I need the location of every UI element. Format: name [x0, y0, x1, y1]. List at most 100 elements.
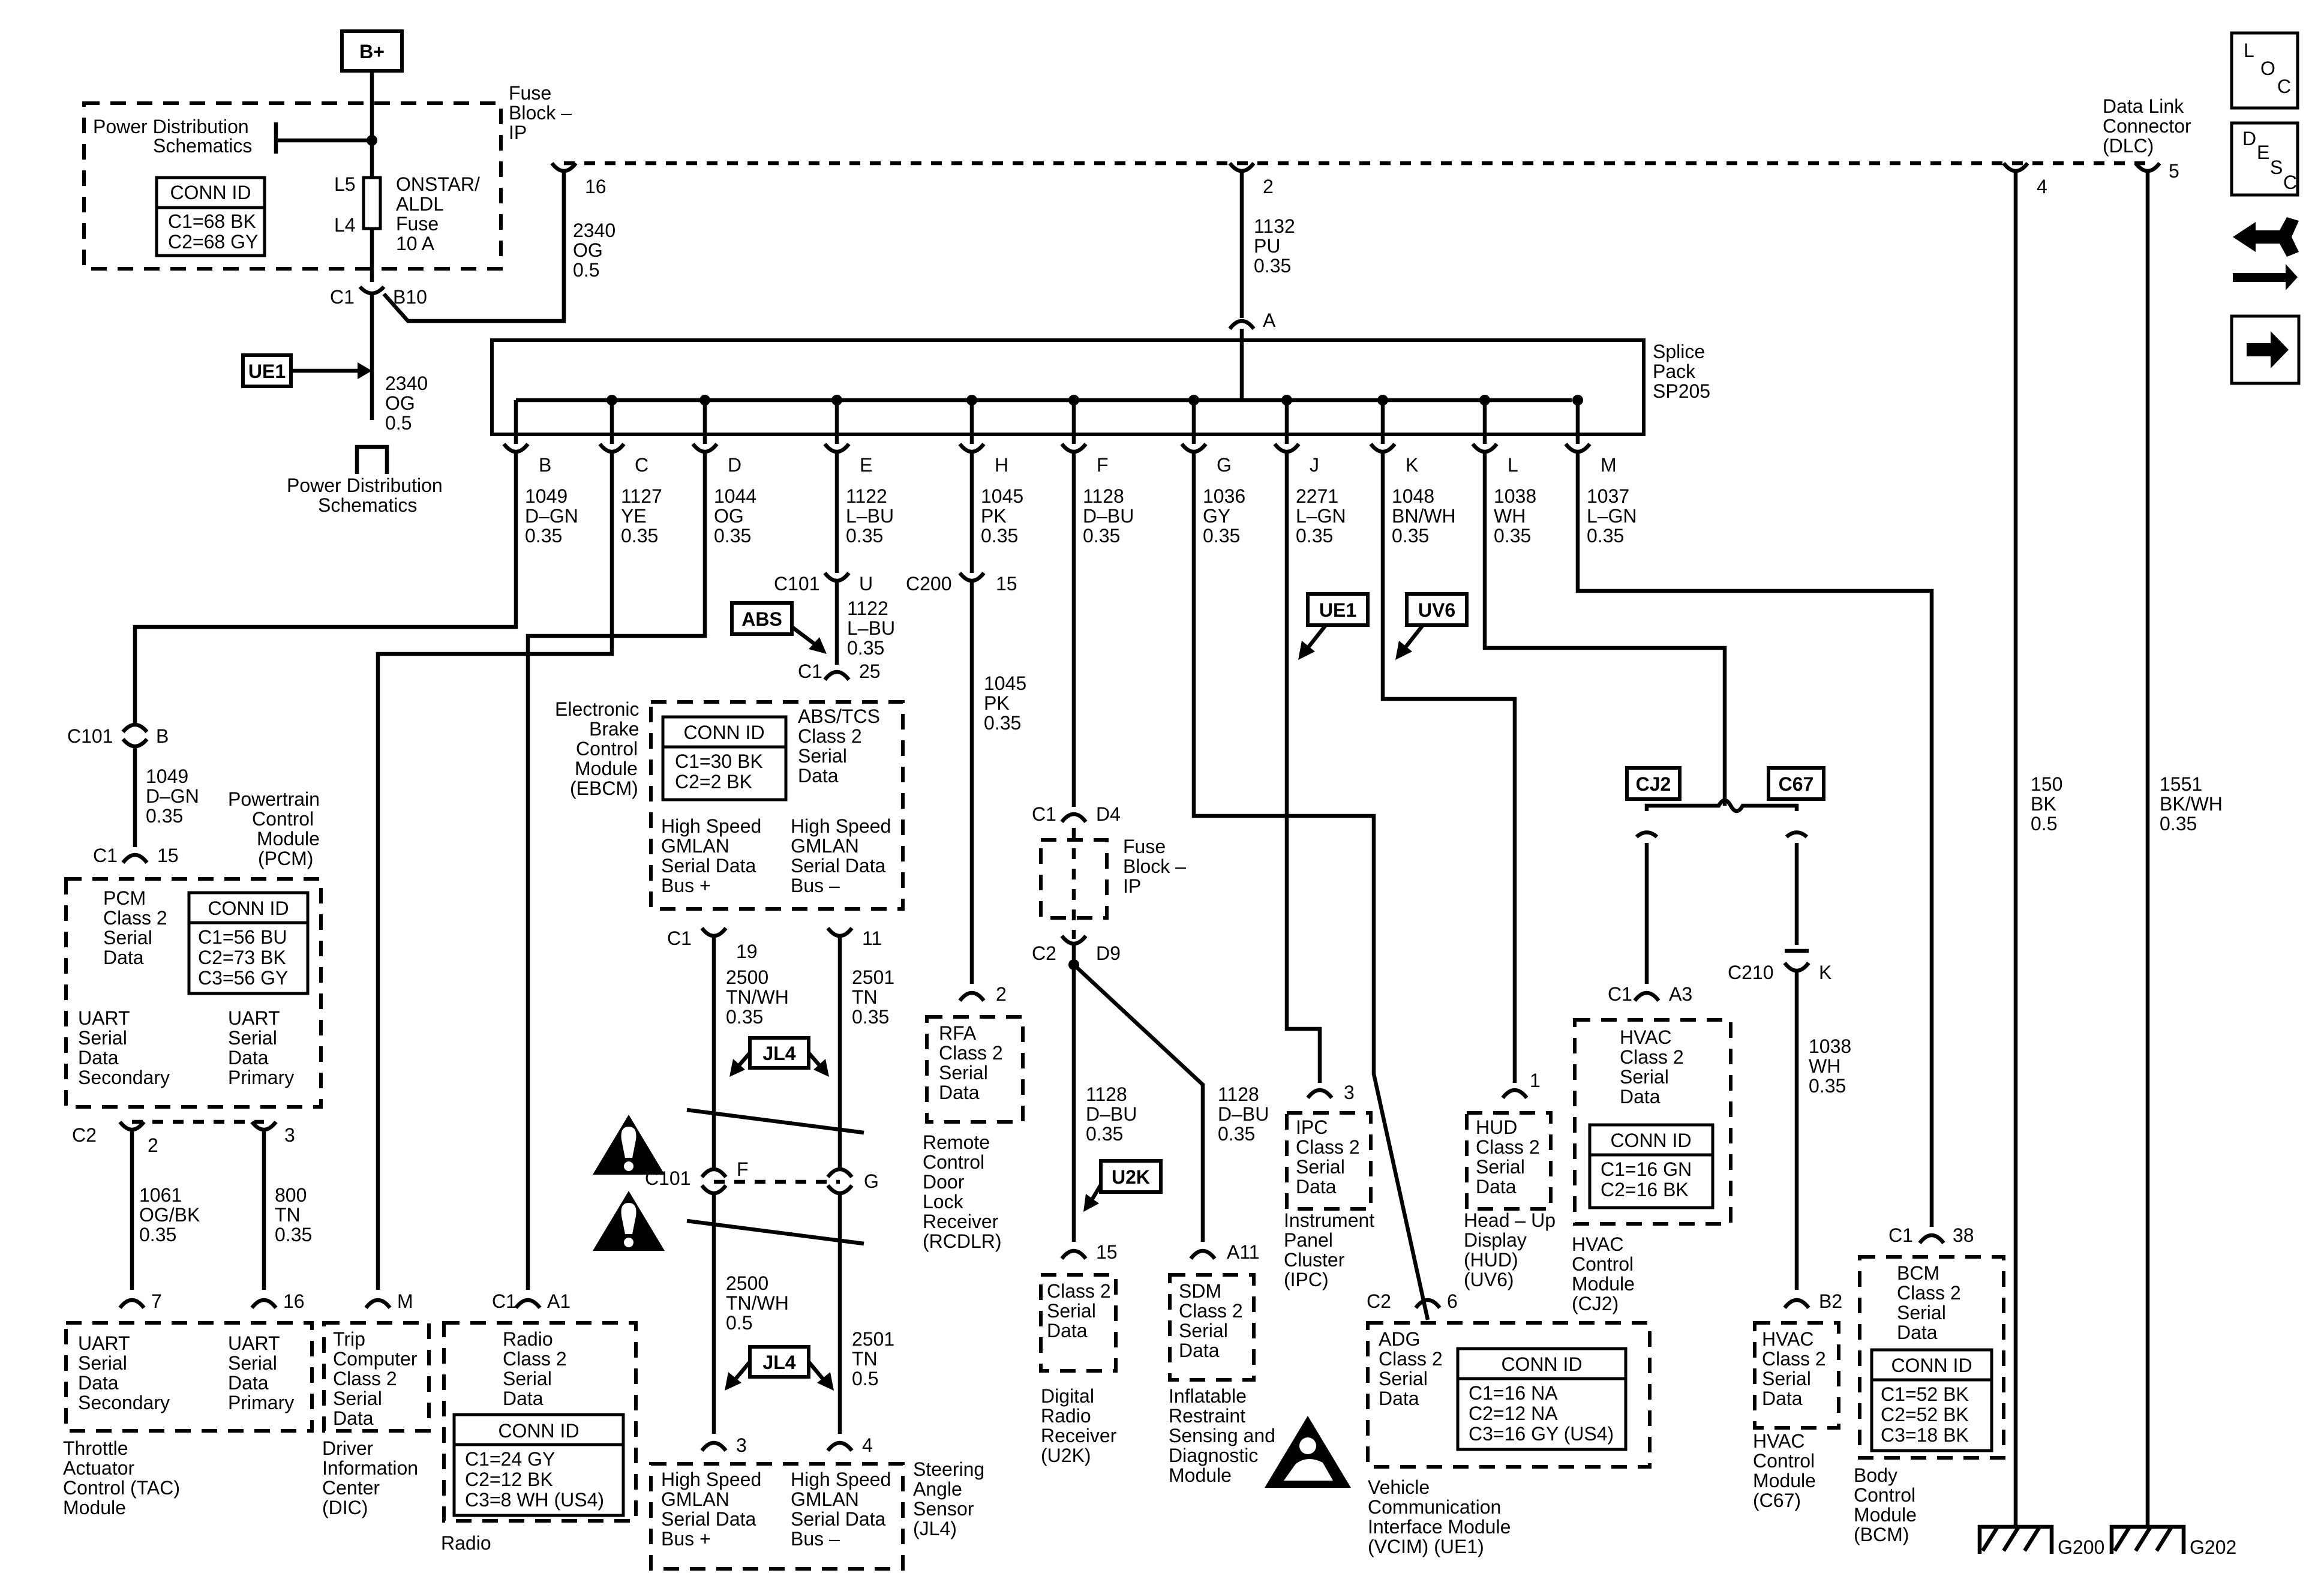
ebcm-hsm-3: Serial Data	[791, 855, 886, 876]
next-arrow-icon[interactable]	[2230, 314, 2301, 385]
dlc-label-3: (DLC)	[2103, 135, 2154, 157]
pcm-name-1: Powertrain	[228, 788, 320, 810]
ipc-module: UE1 3 IPC Class 2 Serial Data Instrument…	[1284, 453, 1374, 1290]
ebcm-name-1: Electronic	[555, 698, 639, 720]
c67-box-2: Class 2	[1762, 1348, 1826, 1370]
sas-pin-4: 4	[862, 1434, 873, 1456]
ebcm-conn-1: C1=30 BK	[675, 751, 763, 772]
ebcm-c101-pin: U	[859, 573, 873, 595]
splice-wire-label: 0.35	[981, 525, 1018, 547]
bcm-module: C1 38 BCM Class 2 Serial Data CONN ID C1…	[1575, 453, 2005, 1545]
bcm-name-4: (BCM)	[1854, 1524, 1909, 1545]
ue1-wire-2: OG	[385, 392, 415, 414]
pcm-uart-sec-3: Data	[78, 1047, 119, 1068]
splice-terminal	[1180, 442, 1208, 454]
loc-button[interactable]: L O C	[2230, 31, 2299, 110]
pcm-wire1061-2: OG/BK	[139, 1204, 200, 1226]
vcim-conn-title: CONN ID	[1501, 1353, 1582, 1375]
tac-name-3: Control (TAC)	[63, 1477, 180, 1499]
tac-pin-16: 16	[283, 1290, 305, 1312]
sas-hsp-2: GMLAN	[661, 1488, 729, 1510]
fuse-label-1: ONSTAR/	[396, 173, 480, 195]
radio-box-1: Radio	[503, 1328, 553, 1350]
warning-icon	[593, 1115, 665, 1175]
g-wire150-3: 0.5	[2031, 813, 2057, 834]
u2k-name-3: Receiver	[1041, 1425, 1117, 1446]
tac-sec-2: Serial	[78, 1352, 127, 1374]
tac-pri-1: UART	[228, 1332, 280, 1354]
splice-terminal	[1060, 442, 1088, 454]
cj2-conn-title: CONN ID	[1610, 1130, 1691, 1151]
pcm-uart-pri-4: Primary	[228, 1067, 294, 1088]
rfa-name-1: Remote	[923, 1131, 990, 1153]
u2k-box-3: Data	[1047, 1320, 1088, 1341]
pcm-wire800-3: 0.35	[275, 1224, 312, 1245]
ebcm-w2500b-2: TN/WH	[726, 1292, 789, 1314]
cj2-conn-1: C1=16 GN	[1601, 1158, 1692, 1180]
dic-name-4: (DIC)	[322, 1497, 368, 1518]
ebcm-wire-3: 0.35	[847, 637, 884, 659]
splice-wire-label: PK	[981, 505, 1007, 527]
ipc-name-1: Instrument	[1284, 1209, 1374, 1231]
dic-box-4: Serial	[333, 1388, 382, 1409]
ue1-wire-1: 2340	[385, 373, 428, 394]
fuse-block-label-2: Block –	[509, 102, 572, 124]
bcm-conn-1: C1=52 BK	[1881, 1383, 1969, 1405]
sdm-box-1: SDM	[1179, 1280, 1221, 1302]
sas-name-4: (JL4)	[913, 1518, 957, 1539]
splice-wire-label: OG	[714, 505, 744, 527]
jl4-tag-2: JL4	[762, 1352, 795, 1373]
sdm-name-3: Sensing and	[1169, 1425, 1275, 1446]
sdm-module: 1128 D–BU 0.35 A11 SDM Class 2 Serial Da…	[1168, 1083, 1275, 1486]
pcm-uart-sec-2: Serial	[78, 1027, 127, 1049]
ipc-box-4: Data	[1296, 1176, 1337, 1197]
vcim-name-4: (VCIM) (UE1)	[1368, 1536, 1484, 1557]
vcim-c2-pin: 6	[1447, 1290, 1458, 1312]
rfa-wire-2: PK	[984, 692, 1010, 714]
sas-pin-3: 3	[736, 1434, 747, 1456]
warning-icon	[593, 1191, 665, 1251]
sdm-box-3: Serial	[1179, 1320, 1228, 1341]
ground-icon	[2109, 1524, 2186, 1554]
desc-button[interactable]: D E S C	[2230, 121, 2299, 197]
ebcm-c1-pin: 25	[859, 661, 881, 682]
splice-terminal	[1564, 442, 1592, 454]
splice-wire-label: BN/WH	[1392, 505, 1456, 527]
ebcm-class2-3: Serial	[798, 745, 847, 767]
cj2-name-1: HVAC	[1572, 1233, 1624, 1255]
radio-conn-2: C2=12 BK	[465, 1469, 553, 1490]
splice-wire-label: 2271	[1296, 485, 1338, 507]
fuse-block-label-1: Fuse	[509, 82, 551, 104]
fuse-ip-branch: C1 D4 Fuse Block – IP C2 D9	[1032, 453, 1205, 1242]
dic-name-1: Driver	[322, 1437, 374, 1459]
radio-conn-1: C1=24 GY	[465, 1448, 555, 1470]
wire-2340-1: 2340	[573, 220, 615, 241]
splice-pin-2: 2	[1263, 176, 1274, 197]
wire-1132-2: PU	[1254, 235, 1280, 257]
pcm-class2-4: Data	[103, 947, 144, 968]
pcm-c2-pin2: 2	[148, 1134, 158, 1156]
splice-pin-label: K	[1406, 454, 1418, 476]
pds-bottom-2: Schematics	[318, 494, 417, 516]
fuse-out-conn: C1	[330, 286, 355, 308]
battery-label: B+	[359, 41, 385, 62]
hud-name-3: (HUD)	[1464, 1249, 1518, 1271]
tac-name-4: Module	[63, 1497, 126, 1518]
splice-pack-sp205: Splice Pack SP205 B1049D–GN0.35C1127YE0.…	[490, 329, 1710, 547]
fuse-pin-l5: L5	[334, 173, 356, 195]
hud-uv6-tag: UV6	[1418, 599, 1455, 621]
sdm-box-2: Class 2	[1179, 1300, 1243, 1322]
hud-name-1: Head – Up	[1464, 1209, 1556, 1231]
fip-c2-conn: C2	[1032, 942, 1056, 964]
ebcm-w2501-2: TN	[852, 986, 878, 1008]
schematic-icon[interactable]	[2233, 217, 2299, 290]
bcm-name-1: Body	[1854, 1464, 1897, 1486]
splice-wire-label: 1038	[1494, 485, 1536, 507]
rfa-wire-1: 1045	[984, 673, 1026, 694]
g-wire1551-2: BK/WH	[2160, 793, 2223, 815]
g200-label: G200	[2058, 1536, 2104, 1558]
sas-hsm-3: Serial Data	[791, 1508, 886, 1530]
rfa-pin: 2	[996, 983, 1007, 1005]
